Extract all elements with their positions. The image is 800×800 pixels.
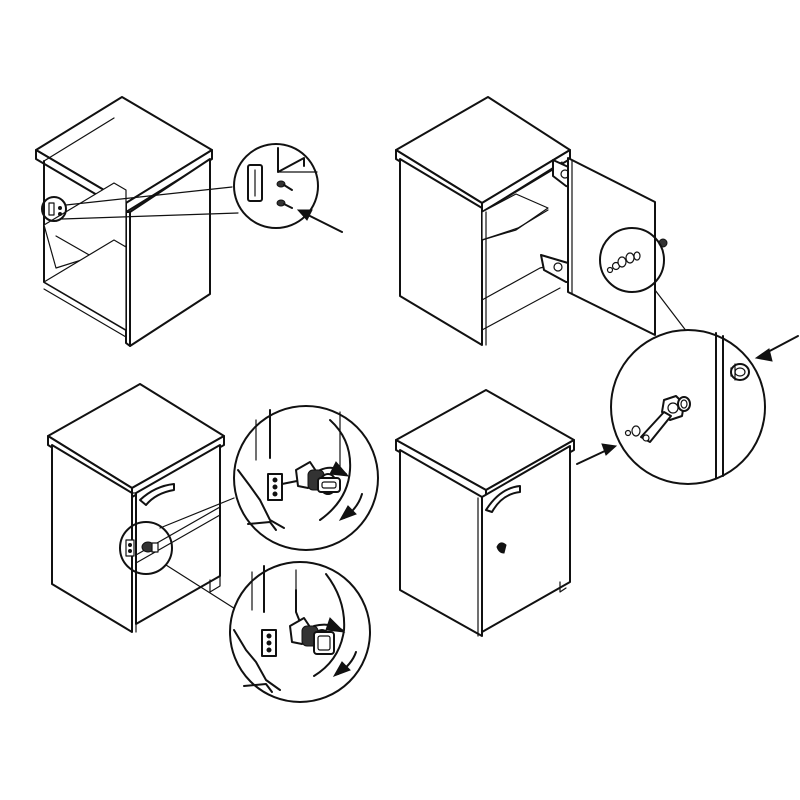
key-icon xyxy=(317,477,341,493)
lock-plate-icon xyxy=(261,629,277,657)
cam-lock-icon xyxy=(125,539,159,557)
cam-lock-icon xyxy=(730,363,750,381)
handle-icon xyxy=(139,483,175,506)
lock-parts-small xyxy=(606,251,641,274)
step-3-cabinet-drawer xyxy=(47,383,241,633)
step-4-cabinet-closed xyxy=(395,389,618,637)
step-3-detail-bubble-bottom xyxy=(229,561,371,703)
lock-detail-bubble xyxy=(610,329,799,485)
arrow-icon xyxy=(319,461,363,521)
cam-lock-icon xyxy=(496,542,507,554)
lock-parts xyxy=(624,395,691,443)
key-icon xyxy=(313,631,335,655)
arrow-icon xyxy=(754,335,799,362)
step-3-detail-bubble-top xyxy=(233,405,379,551)
step-1-cabinet-open xyxy=(35,96,239,347)
screw-icon xyxy=(276,180,293,209)
arrow-icon xyxy=(576,443,618,465)
lock-plate-icon xyxy=(267,473,283,501)
step-2-cabinet-door-open xyxy=(395,96,688,346)
arrow-icon xyxy=(313,617,357,677)
drawer-runner-icon xyxy=(247,164,263,202)
step-1-detail-bubble xyxy=(233,143,343,233)
arrow-icon xyxy=(296,209,343,233)
handle-icon xyxy=(485,485,521,513)
